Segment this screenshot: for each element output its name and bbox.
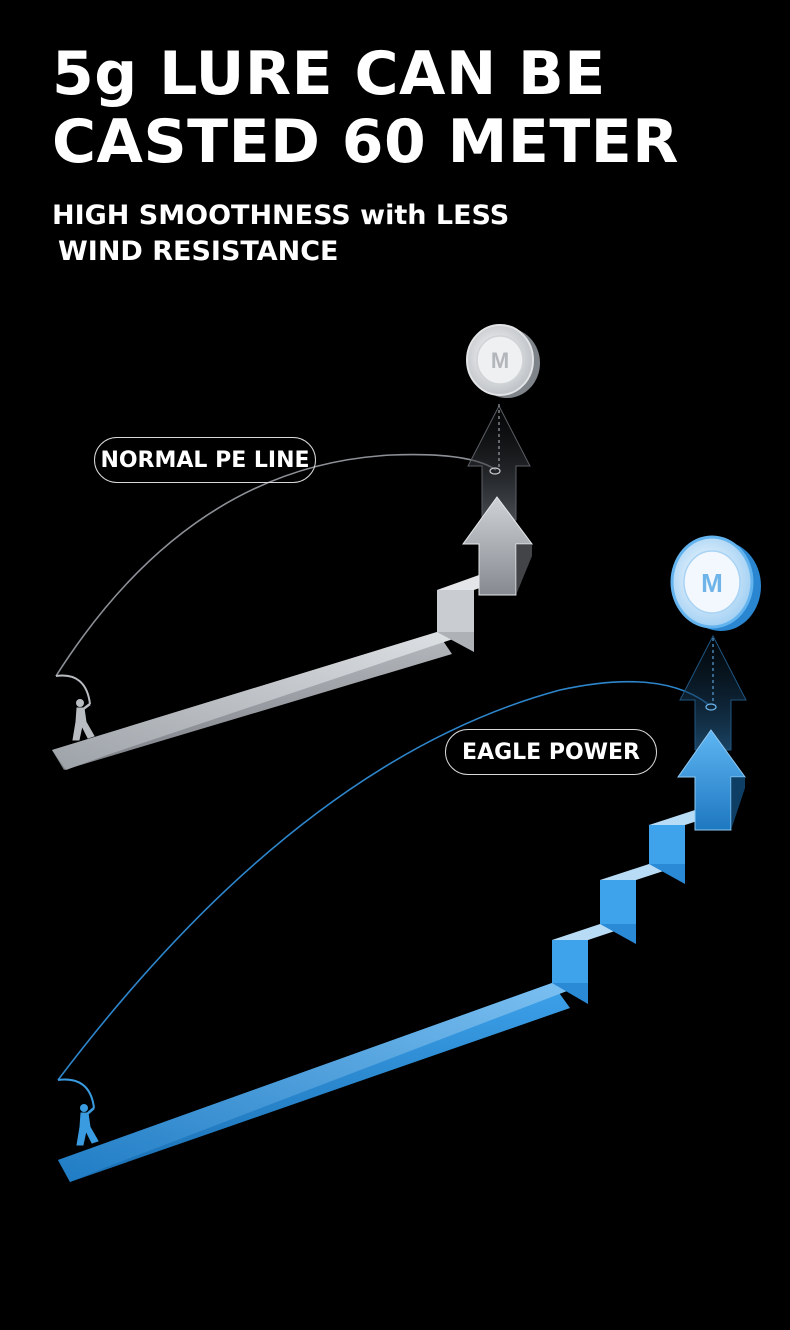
- subheadline-line-2: WIND RESISTANCE: [58, 236, 339, 267]
- headline-line-2: CASTED 60 METER: [52, 107, 679, 177]
- normal-line-group: M: [52, 324, 540, 770]
- eagle-badge-letter: M: [701, 568, 723, 598]
- normal-badge-letter: M: [491, 348, 509, 373]
- normal-pe-line-label: NORMAL PE LINE: [94, 437, 316, 483]
- normal-angler-icon: [55, 674, 95, 741]
- eagle-power-label: EAGLE POWER: [445, 729, 657, 775]
- subheadline: HIGH SMOOTHNESS with LESS WIND RESISTANC…: [52, 198, 509, 270]
- normal-lure-badge-icon: M: [466, 324, 540, 398]
- subheadline-line-1: HIGH SMOOTHNESS with LESS: [52, 200, 510, 231]
- eagle-line-group: M: [57, 535, 761, 1182]
- eagle-lure-badge-icon: M: [670, 535, 761, 631]
- headline: 5g LURE CAN BE CASTED 60 METER: [52, 40, 679, 176]
- headline-line-1: 5g LURE CAN BE: [52, 39, 606, 109]
- eagle-angler-icon: [57, 1078, 99, 1146]
- normal-cast-line: [55, 453, 497, 677]
- eagle-cast-line: [57, 680, 709, 1081]
